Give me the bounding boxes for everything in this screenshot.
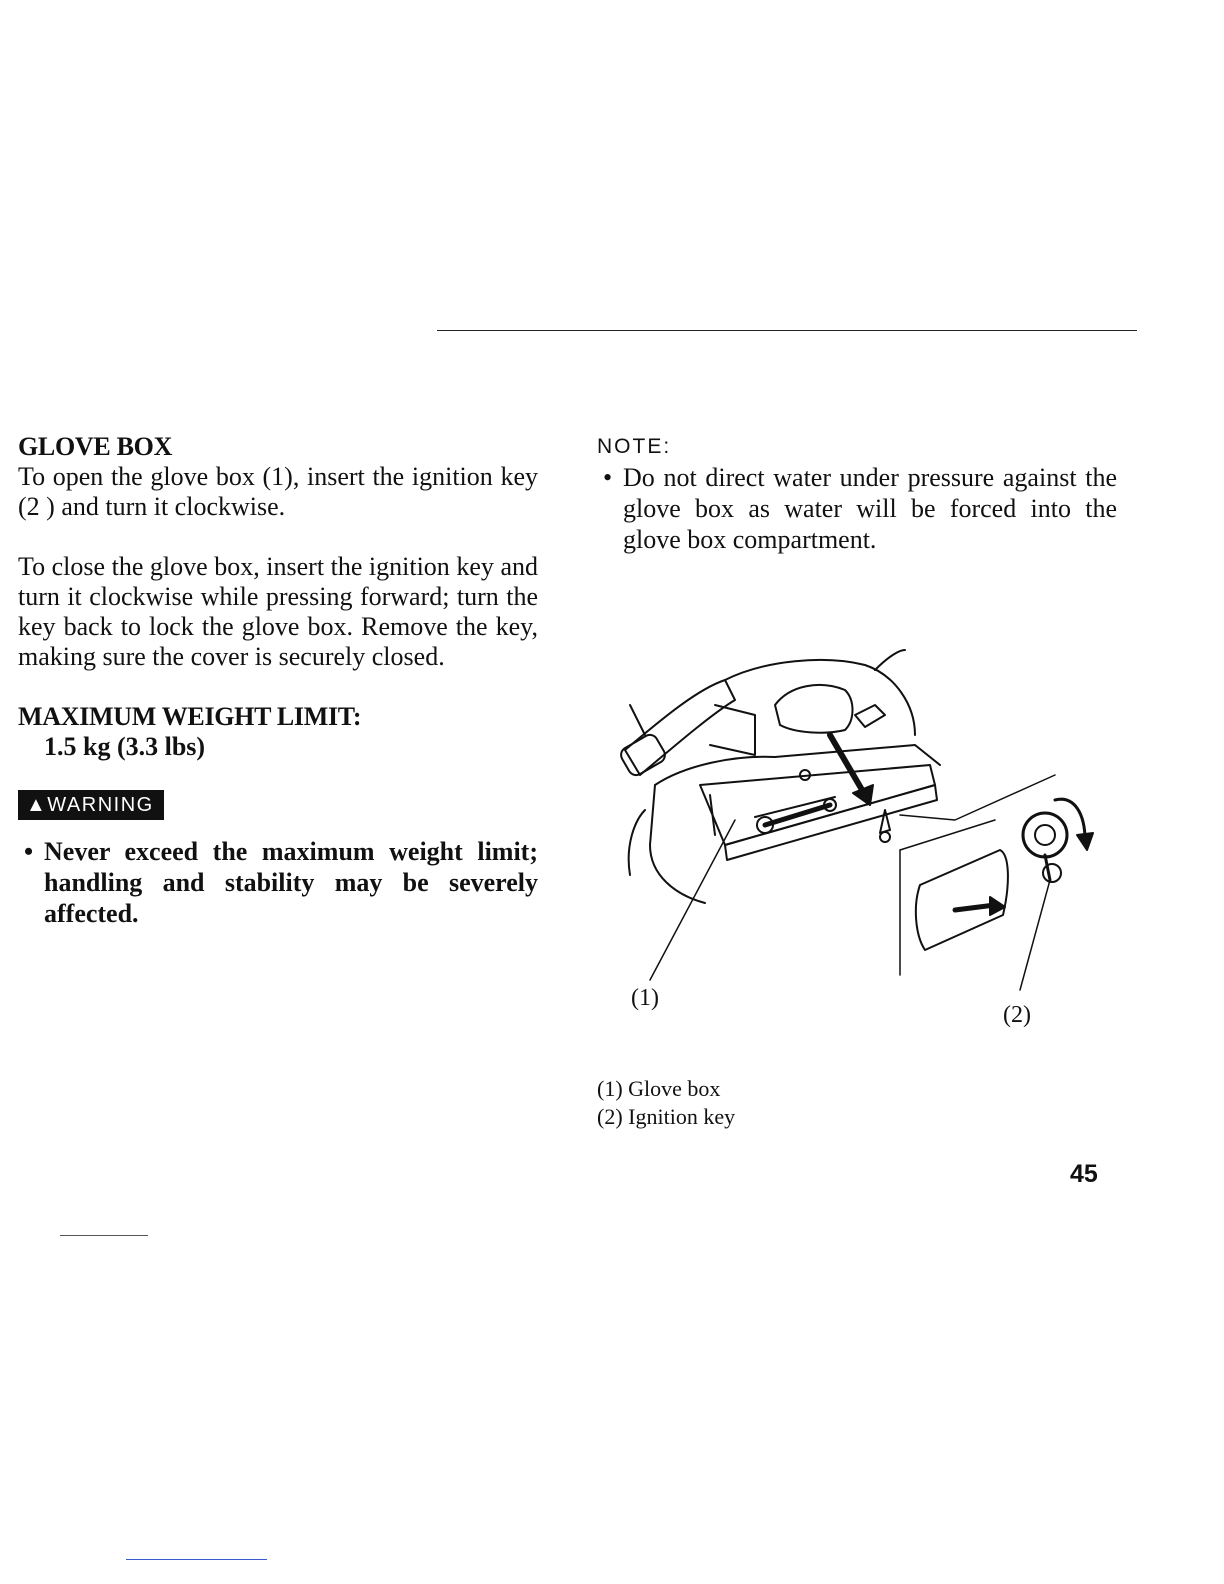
note-text: Do not direct water under pressure again… <box>623 463 1117 554</box>
caption-ignition-key: (2) Ignition key <box>597 1104 736 1129</box>
left-column: GLOVE BOX To open the glove box (1), ins… <box>18 432 538 929</box>
note-label: NOTE: <box>597 435 672 458</box>
warning-label: WARNING <box>47 794 154 816</box>
bottom-left-rule <box>60 1235 148 1236</box>
caption-glove-box: (1) Glove box <box>597 1076 721 1101</box>
weight-limit-heading: MAXIMUM WEIGHT LIMIT: <box>18 702 362 731</box>
glove-box-illustration: (1) (2) <box>615 645 1105 1045</box>
glove-box-drawing <box>620 649 1094 991</box>
close-instructions: To close the glove box, insert the ignit… <box>18 552 538 671</box>
open-instructions: To open the glove box (1), insert the ig… <box>18 462 538 521</box>
warning-text: Never exceed the maximum weight limit; h… <box>44 837 538 928</box>
top-rule <box>437 330 1137 331</box>
right-column: NOTE: • Do not direct water under pressu… <box>597 432 1117 555</box>
warning-item: • Never exceed the maximum weight limit;… <box>18 836 538 929</box>
warning-badge: ▲WARNING <box>18 790 164 820</box>
warning-list: • Never exceed the maximum weight limit;… <box>18 836 538 929</box>
note-item: • Do not direct water under pressure aga… <box>597 462 1117 555</box>
bullet-icon: • <box>603 463 613 492</box>
weight-limit-value: 1.5 kg (3.3 lbs) <box>44 732 206 761</box>
page-number: 45 <box>1070 1160 1098 1188</box>
callout-2: (2) <box>1003 1002 1031 1028</box>
callout-1: (1) <box>631 985 659 1011</box>
bottom-blue-rule <box>126 1559 267 1560</box>
warning-triangle-icon: ▲ <box>26 794 48 816</box>
bullet-icon: • <box>24 837 34 866</box>
section-heading: GLOVE BOX <box>18 432 173 461</box>
figure-captions: (1) Glove box (2) Ignition key <box>597 1075 735 1131</box>
